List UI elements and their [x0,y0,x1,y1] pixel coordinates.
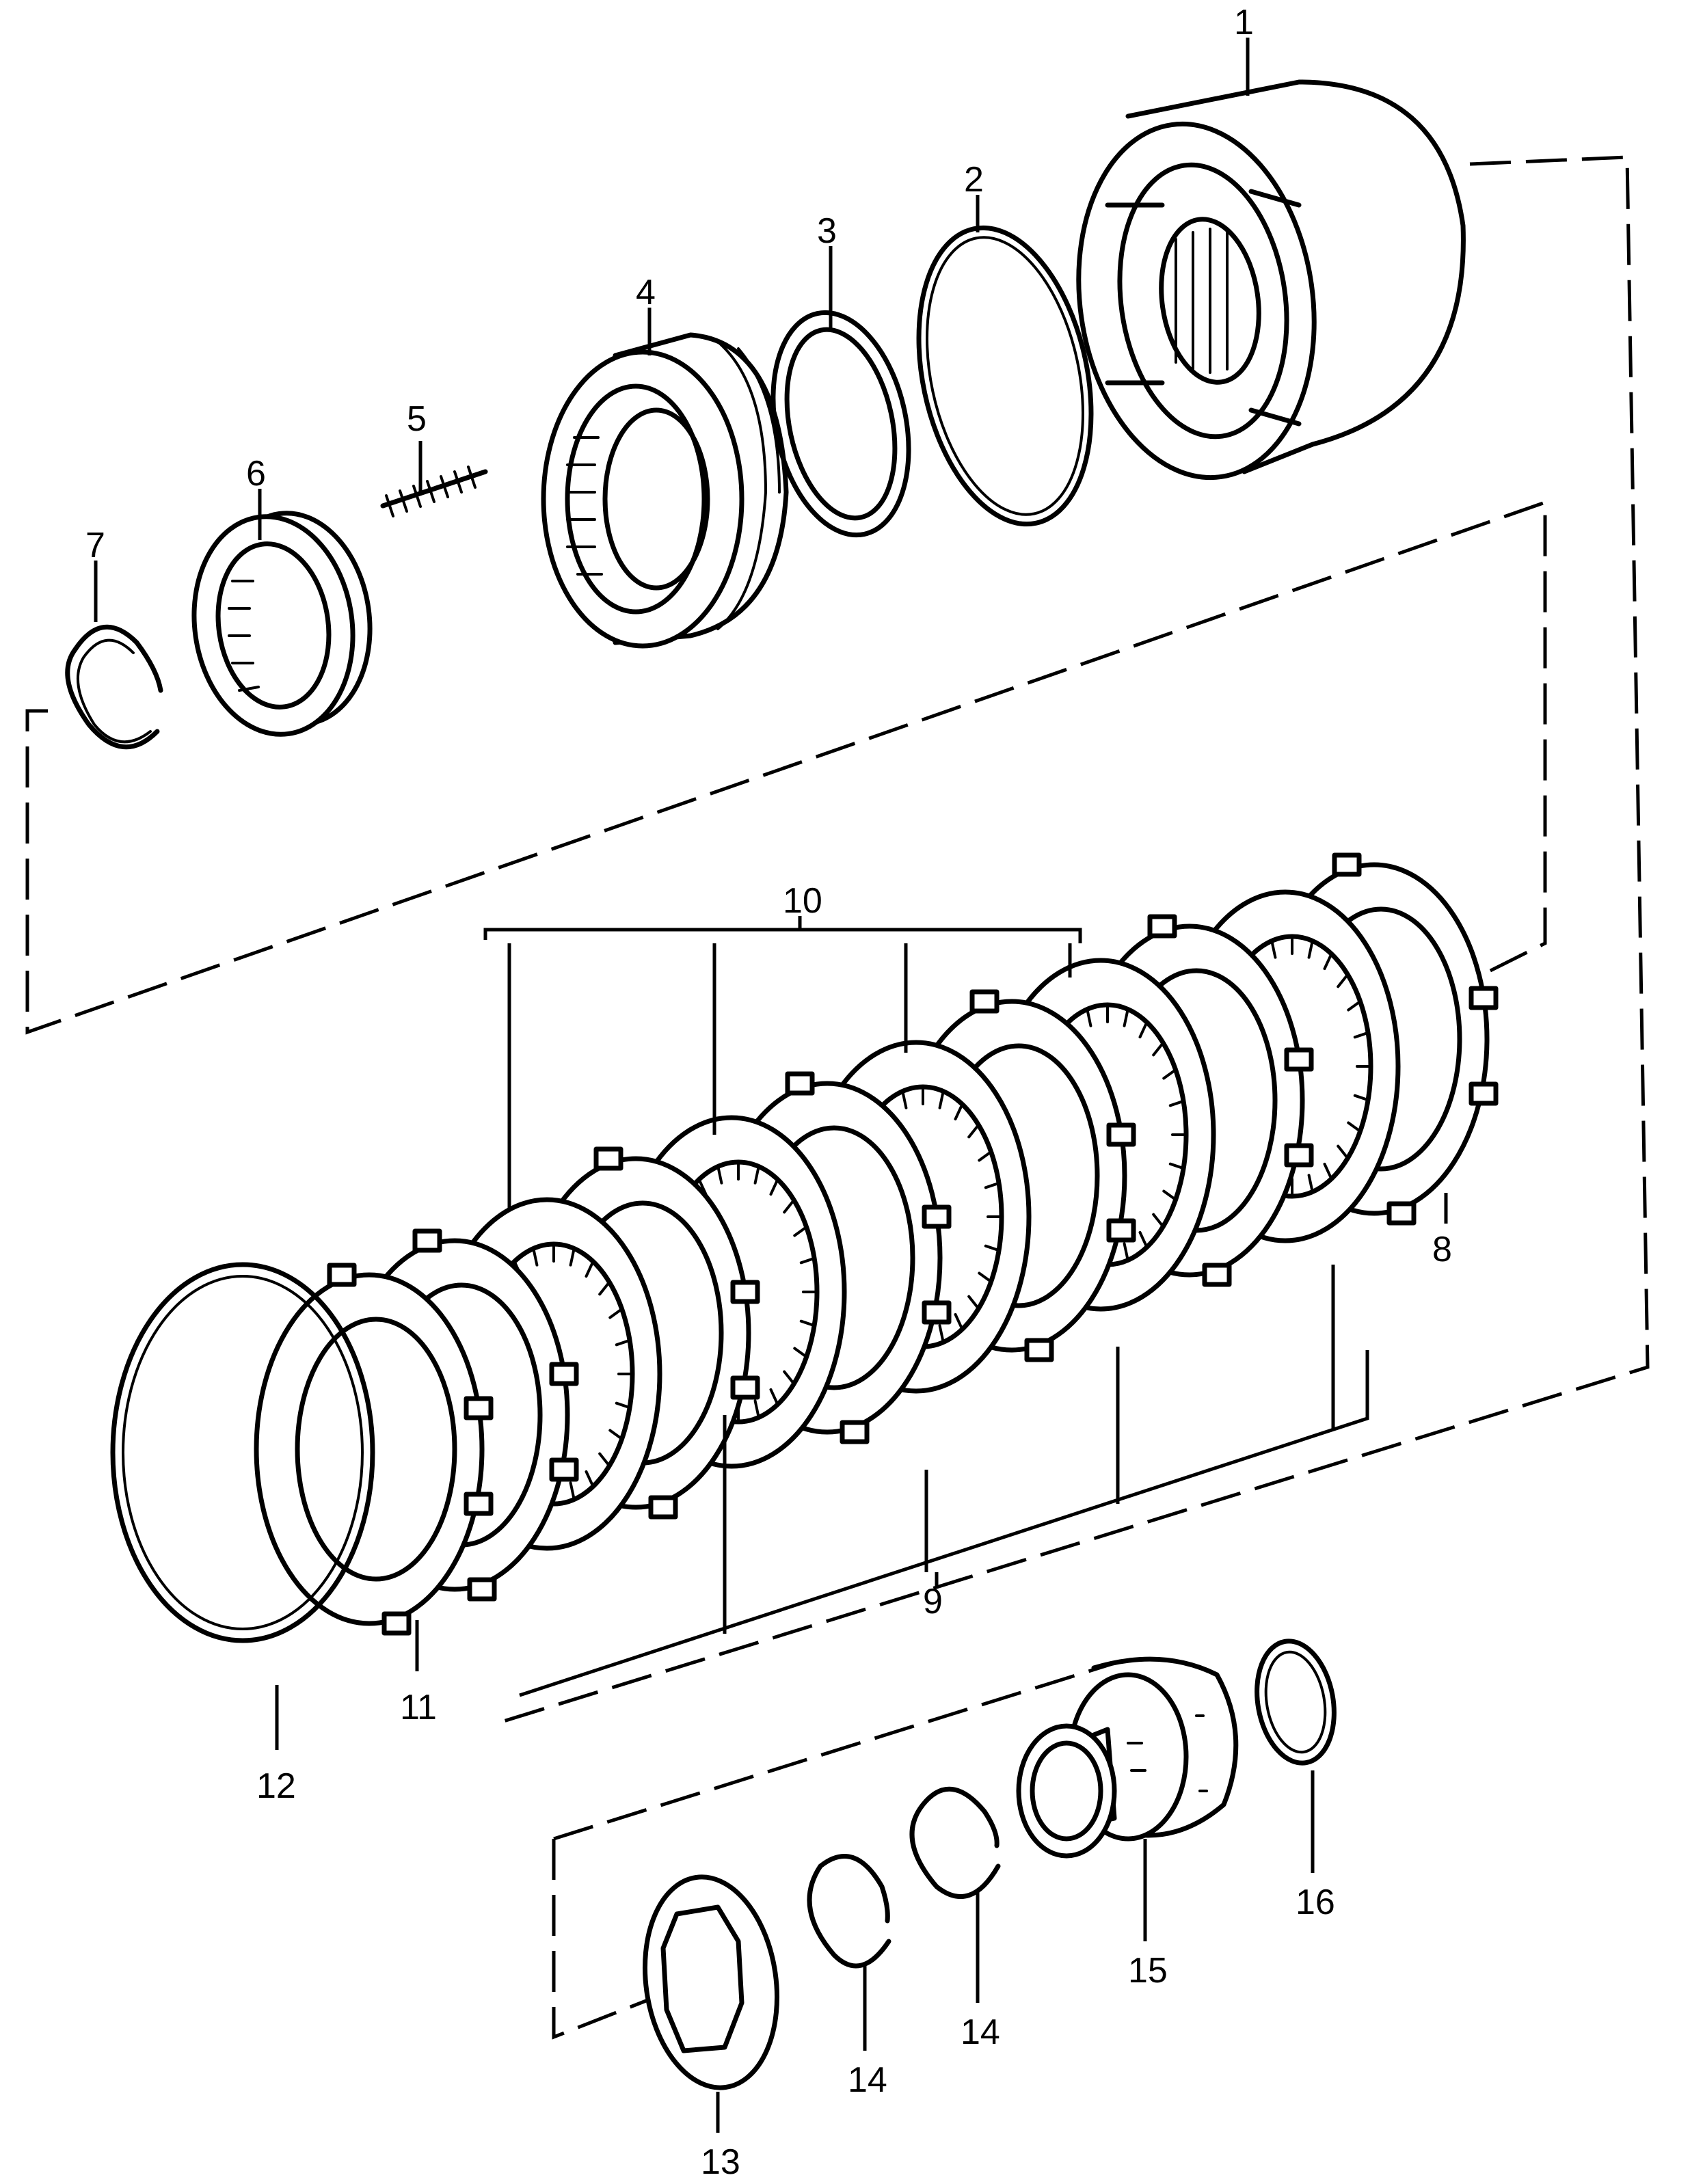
part-7-snap-ring-inner [76,638,152,744]
callout-9: 9 [923,1582,943,1621]
clutch-plate-12 [254,1263,494,1636]
part-3-seal-ring-inner [784,327,898,521]
part-5-spring [380,466,488,517]
dashed-boundary-lower [552,1659,1122,2040]
part-2-o-ring [916,225,1094,527]
callout-1: 1 [1234,3,1254,42]
part-14-snap-ring-b [909,1786,1001,1899]
dashed-boundary-upper [498,155,1650,1725]
part-6-splined-hub [191,511,373,737]
part-12-large-snap-ring-inner [122,1275,364,1630]
callout-2: 2 [964,160,984,200]
dashed-boundary-left [25,500,1547,1035]
part-16-ring [1255,1639,1337,1766]
bracket-10 [483,916,1082,1210]
clutch-plate-stack [254,852,1499,1636]
leader-lines [94,38,1448,2133]
part-16-ring-inner [1264,1650,1327,1754]
part-13-thrust-washer [642,1874,780,2090]
callout-10: 10 [783,881,822,921]
callout-16: 16 [1296,1883,1335,1922]
callout-5: 5 [407,399,427,439]
part-15-hub [1016,1656,1239,1859]
callout-13: 13 [701,2142,740,2182]
callout-11: 11 [400,1688,437,1727]
callout-labels: 1 2 3 4 5 6 7 8 9 10 11 12 13 14 14 15 1… [85,3,1452,2182]
part-14-snap-ring-a [807,1854,891,1969]
part-4-piston [541,332,789,649]
part-12-large-snap-ring [110,1262,375,1643]
callout-14-b: 14 [961,2012,1000,2052]
callout-8: 8 [1432,1230,1452,1269]
callout-15: 15 [1128,1951,1168,1991]
bracket-9 [519,1265,1369,1697]
part-3-seal-ring [770,310,911,538]
part-2-o-ring-inner [926,236,1084,516]
callout-7: 7 [85,526,105,565]
callout-3: 3 [817,211,837,251]
callout-12: 12 [256,1766,296,1806]
part-1-clutch-drum [1076,79,1466,481]
part-7-snap-ring [65,624,163,750]
callout-6: 6 [246,454,266,494]
callout-4: 4 [636,273,656,312]
callout-14-a: 14 [848,2060,887,2100]
